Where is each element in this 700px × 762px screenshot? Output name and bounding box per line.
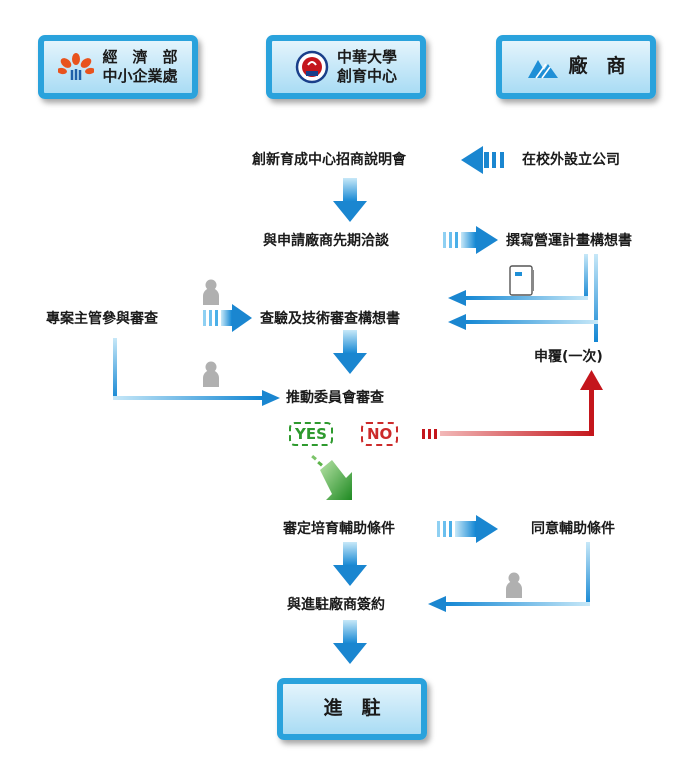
arrow-down-4 — [333, 620, 367, 664]
node-consult: 與申請廠商先期洽談 — [263, 233, 389, 249]
moea-line1: 經 濟 部 — [102, 48, 178, 67]
document-icon — [509, 265, 534, 296]
no-badge: NO — [361, 422, 399, 446]
node-enter: 進 駐 — [323, 697, 381, 720]
node-briefing: 創新育成中心招商說明會 — [252, 152, 406, 168]
arrow-down-3 — [333, 542, 367, 586]
person-icon — [203, 279, 219, 305]
moea-box: 經 濟 部 中小企業處 — [38, 35, 198, 99]
yes-badge: YES — [289, 422, 333, 446]
connector-agree-to-contract — [428, 542, 590, 612]
node-offcampus: 在校外設立公司 — [522, 152, 620, 168]
node-appeal: 申覆(一次) — [534, 349, 603, 365]
node-review: 查驗及技術審查構想書 — [260, 311, 400, 327]
arrow-right-write-plan — [443, 226, 498, 254]
node-supervisor: 專案主管參與審查 — [46, 311, 158, 327]
connector-plan-to-review — [448, 254, 588, 306]
arrow-no-to-appeal — [422, 370, 603, 439]
moea-line2: 中小企業處 — [102, 67, 178, 85]
chu-seal-icon — [295, 50, 329, 84]
chu-line1: 中華大學 — [336, 48, 397, 67]
node-committee: 推動委員會審查 — [286, 390, 384, 406]
arrow-left-offcampus — [461, 146, 504, 174]
person-icon — [203, 361, 219, 387]
mountain-logo-icon — [528, 60, 559, 79]
arrow-down-1 — [333, 178, 367, 222]
vendor-box: 廠 商 — [496, 35, 656, 99]
chu-line2: 創育中心 — [336, 67, 397, 85]
arrow-right-agree — [437, 515, 498, 543]
person-icon — [506, 572, 522, 598]
arrow-yes-down — [311, 454, 352, 500]
vendor-label: 廠 商 — [568, 55, 626, 78]
connector-appeal-to-review — [448, 254, 598, 342]
arrow-down-2 — [333, 330, 367, 374]
node-agree: 同意輔助條件 — [531, 521, 615, 537]
plum-blossom-icon — [58, 53, 95, 80]
node-contract: 與進駐廠商簽約 — [287, 597, 385, 613]
connector-supervisor-to-committee — [113, 338, 280, 406]
node-write-plan: 撰寫營運計畫構想書 — [506, 233, 632, 249]
chu-box: 中華大學 創育中心 — [266, 35, 426, 99]
node-conditions: 審定培育輔助條件 — [283, 521, 395, 537]
arrow-right-supervisor — [203, 304, 252, 332]
enter-box: 進 駐 — [277, 678, 427, 740]
